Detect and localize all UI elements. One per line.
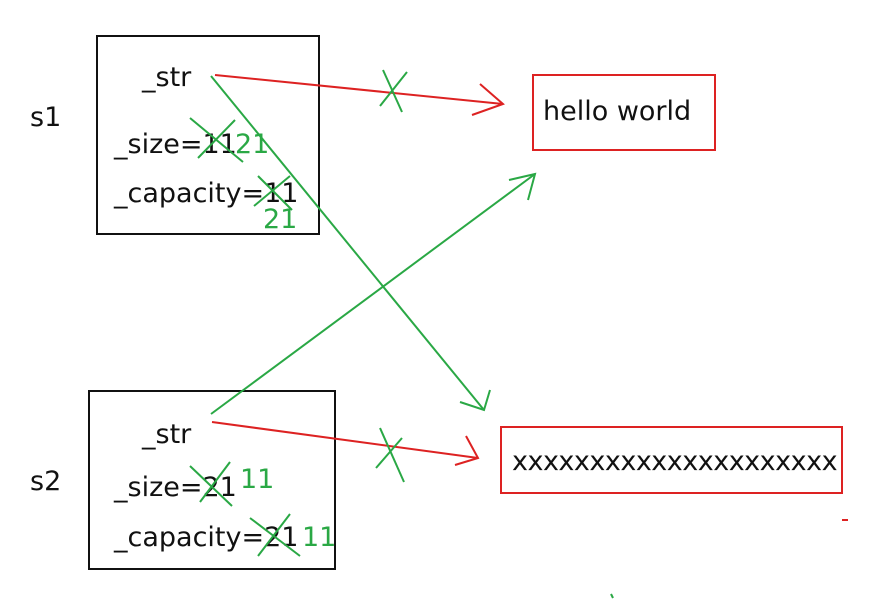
s2-new-pointer-arrow [210,172,537,415]
s2-capacity-strike-mark [249,513,301,557]
s2-label: s2 [30,466,62,497]
hello-world-text: hello world [543,96,692,127]
x-string-text: xxxxxxxxxxxxxxxxxxxxx [512,446,838,477]
x-string-buffer [500,426,843,494]
s1-str-field: _str [142,62,192,93]
s2-size-strike-mark [189,461,233,507]
s1-capacity-label: _capacity= [114,178,265,209]
s1-capacity-strike-mark [253,175,293,211]
s1-size-label: _size= [114,129,203,160]
s2-capacity-old-value: 21 [264,522,299,553]
stray-green-mark [610,593,614,599]
s2-capacity-new-value: 11 [302,522,337,553]
s1-size-new-value: 21 [235,129,270,160]
s1-capacity-new-value: 21 [263,204,298,235]
s1-old-pointer-arrow [214,74,505,116]
s1-label: s1 [30,102,62,133]
s2-pointer-cross-mark [375,427,405,483]
s1-pointer-cross-mark [379,69,408,113]
s2-str-field: _str [142,419,192,450]
s1-new-pointer-arrow [210,75,491,412]
s2-size-new-value: 11 [240,464,275,495]
s2-size-label: _size= [114,472,203,503]
s1-size-field: _size=11 [114,131,237,158]
s2-capacity-field: _capacity=21 [114,524,298,551]
s1-size-strike-mark [189,117,244,163]
s1-struct-box [96,35,320,235]
s2-capacity-label: _capacity= [114,522,265,553]
s2-old-pointer-arrow [211,421,480,466]
hello-world-buffer [532,74,716,151]
s2-size-old-value: 21 [202,472,237,503]
s2-size-field: _size=21 [114,474,237,501]
s2-struct-box [88,390,336,570]
